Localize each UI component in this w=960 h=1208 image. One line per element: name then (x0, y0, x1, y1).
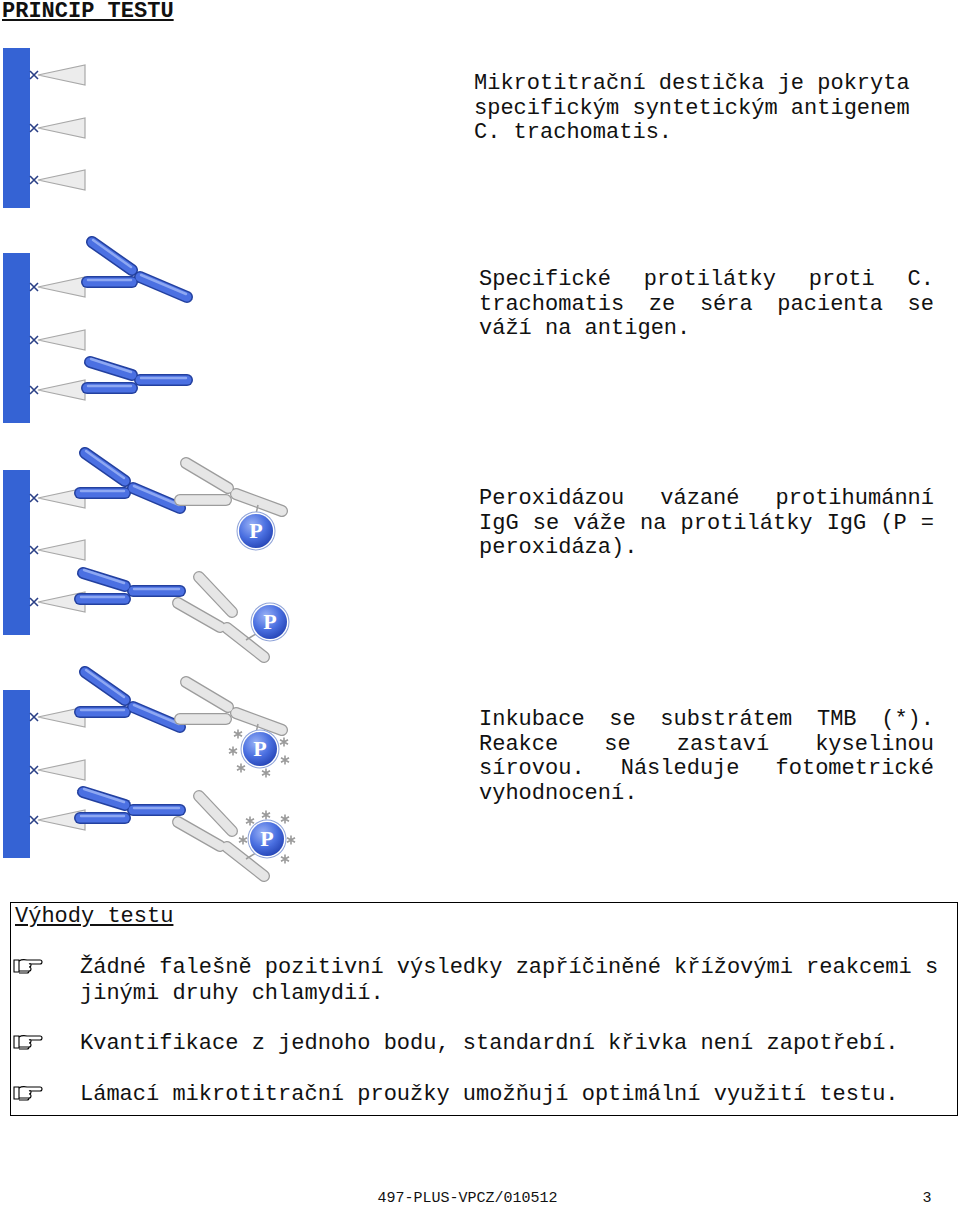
step-description: Inkubace se substrátem TMB (*). Reakce s… (479, 708, 934, 806)
page-heading: PRINCIP TESTU (2, 0, 174, 25)
tmb-substrate-marks (229, 730, 295, 864)
box-heading: Výhody testu (15, 904, 315, 930)
advantage-item: Lámací mikrotitrační proužky umožňují op… (80, 1082, 952, 1108)
well-surface (3, 48, 30, 208)
advantage-item: Kvantifikace z jednoho bodu, standardní … (80, 1031, 952, 1057)
peroxidase-label: P (243, 732, 277, 766)
step-description: Peroxidázou vázané protihumánní IgG se v… (479, 487, 934, 561)
peroxidase-label: P (250, 822, 284, 856)
step-description: Mikrotitrační destička je pokryta specif… (474, 72, 929, 146)
advantages-box: Výhody testuŽádné falešně pozitivní výsl… (10, 902, 958, 1116)
well-surface (3, 253, 30, 423)
peroxidase-label: P (239, 514, 273, 548)
page-number: 3 (912, 1190, 942, 1208)
well-surface (3, 690, 30, 858)
well-surface (3, 470, 30, 635)
peroxidase-symbol: P (253, 605, 287, 639)
advantage-item: Žádné falešně pozitivní výsledky zapříči… (80, 955, 952, 1006)
peroxidase-symbol: P (243, 732, 277, 766)
bullet-icon (14, 960, 42, 1100)
peroxidase-symbol: P (250, 822, 284, 856)
step-description: Specifické protilátky proti C. trachomat… (479, 268, 934, 342)
document-code: 497-PLUS-VPCZ/010512 (300, 1190, 635, 1208)
peroxidase-symbol: P (239, 514, 273, 548)
peroxidase-label: P (253, 605, 287, 639)
